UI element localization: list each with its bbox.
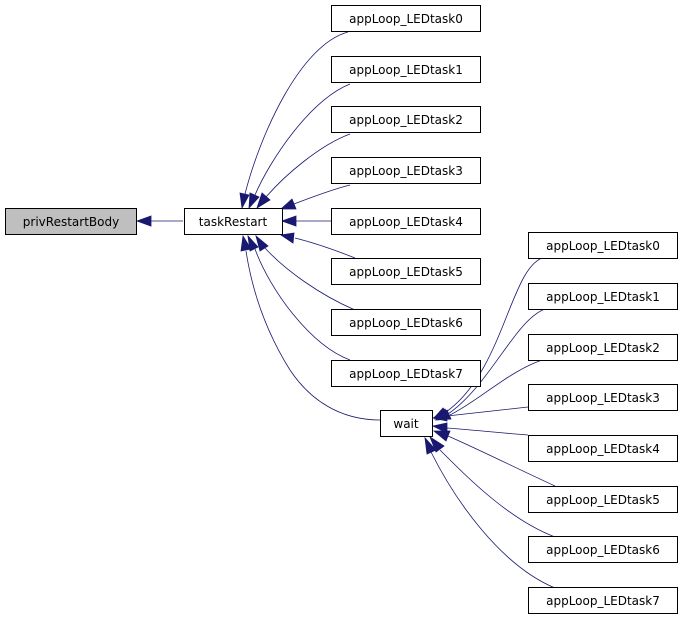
node-label: appLoop_LEDtask7 [349, 367, 463, 381]
node-privrestartbody[interactable]: privRestartBody [5, 208, 137, 235]
nodes: privRestartBody taskRestart wait appLoop… [5, 5, 678, 614]
node-wait-caller-0[interactable]: appLoop_LEDtask0 [528, 232, 678, 259]
node-label: appLoop_LEDtask1 [546, 290, 660, 304]
node-tr-caller-4[interactable]: appLoop_LEDtask4 [331, 208, 481, 235]
edge-wait-caller-7 [424, 436, 556, 589]
node-wait[interactable]: wait [380, 410, 433, 437]
node-label: taskRestart [199, 215, 268, 229]
edge-tr-caller-2 [256, 133, 351, 209]
node-wait-caller-5[interactable]: appLoop_LEDtask5 [528, 486, 678, 513]
node-tr-caller-5[interactable]: appLoop_LEDtask5 [331, 258, 481, 285]
node-label: appLoop_LEDtask6 [349, 316, 463, 330]
node-wait-caller-2[interactable]: appLoop_LEDtask2 [528, 334, 678, 361]
node-label: appLoop_LEDtask3 [546, 391, 660, 405]
edge-tr-caller-3 [279, 184, 351, 210]
node-tr-caller-1[interactable]: appLoop_LEDtask1 [331, 56, 481, 83]
node-tr-caller-2[interactable]: appLoop_LEDtask2 [331, 106, 481, 133]
edge-wait-caller-3 [431, 406, 529, 422]
node-wait-caller-6[interactable]: appLoop_LEDtask6 [528, 536, 678, 563]
edge-tr-caller-1 [248, 83, 351, 210]
node-label: appLoop_LEDtask2 [546, 341, 660, 355]
node-wait-caller-1[interactable]: appLoop_LEDtask1 [528, 283, 678, 310]
node-label: appLoop_LEDtask5 [349, 265, 463, 279]
edge-wait-caller-4 [431, 422, 529, 436]
node-label: appLoop_LEDtask3 [349, 164, 463, 178]
node-label: privRestartBody [23, 215, 119, 229]
node-taskrestart[interactable]: taskRestart [184, 208, 283, 235]
node-tr-caller-0[interactable]: appLoop_LEDtask0 [331, 5, 481, 32]
node-label: appLoop_LEDtask0 [546, 239, 660, 253]
node-tr-caller-6[interactable]: appLoop_LEDtask6 [331, 309, 481, 336]
node-label: appLoop_LEDtask4 [349, 215, 463, 229]
edge-tr-caller-7 [247, 234, 351, 361]
edge-wait-caller-6 [429, 435, 556, 538]
node-label: appLoop_LEDtask7 [546, 594, 660, 608]
edge-wait-caller-5 [432, 430, 556, 487]
edge-tr-caller-0 [239, 31, 349, 210]
node-label: wait [393, 417, 419, 431]
edge-tr-caller-5 [279, 232, 356, 259]
node-label: appLoop_LEDtask6 [546, 543, 660, 557]
node-tr-caller-3[interactable]: appLoop_LEDtask3 [331, 157, 481, 184]
edge-taskrestart-to-privrestartbody [135, 215, 183, 227]
node-label: appLoop_LEDtask1 [349, 63, 463, 77]
edge-wait-to-taskrestart [240, 234, 381, 421]
edge-tr-caller-6 [255, 234, 356, 311]
node-tr-caller-7[interactable]: appLoop_LEDtask7 [331, 360, 481, 387]
node-wait-caller-3[interactable]: appLoop_LEDtask3 [528, 384, 678, 411]
node-wait-caller-7[interactable]: appLoop_LEDtask7 [528, 587, 678, 614]
edge-tr-caller-4 [280, 215, 331, 227]
node-label: appLoop_LEDtask5 [546, 493, 660, 507]
edges [135, 31, 556, 589]
node-label: appLoop_LEDtask0 [349, 12, 463, 26]
node-wait-caller-4[interactable]: appLoop_LEDtask4 [528, 435, 678, 462]
node-label: appLoop_LEDtask2 [349, 113, 463, 127]
node-label: appLoop_LEDtask4 [546, 442, 660, 456]
